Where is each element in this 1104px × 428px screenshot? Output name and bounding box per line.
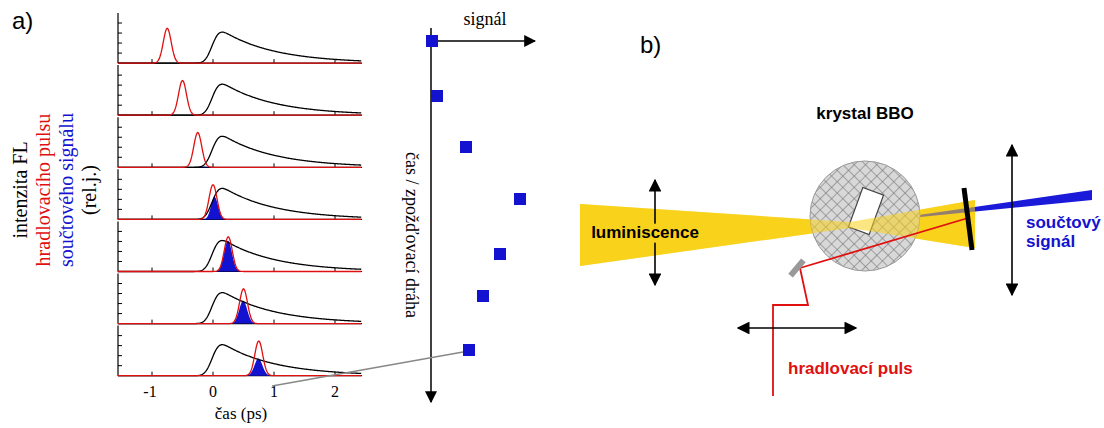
axis-title: intenzita FL [9, 141, 31, 238]
tick-label: 2 [331, 383, 339, 401]
data-point [460, 141, 472, 153]
axis-title: signál [464, 10, 507, 30]
data-point [431, 90, 443, 102]
axis-title: čas (ps) [215, 405, 267, 424]
trace-panel [118, 326, 362, 376]
leader-line [272, 352, 463, 386]
delay-axis [430, 28, 432, 402]
data-point [514, 193, 526, 205]
filter [964, 188, 972, 250]
panel-label: b) [640, 32, 661, 58]
plot-stack [118, 13, 362, 376]
double-arrow [1011, 145, 1013, 295]
axis-title: čas / zpožďovací dráha [401, 152, 421, 318]
tick-label: 1 [270, 383, 278, 401]
tick-label: 0 [209, 383, 217, 401]
data-point [463, 344, 475, 356]
beam-label: luminiscence [591, 224, 699, 243]
trace-panel [118, 221, 362, 271]
panel-label: a) [12, 8, 33, 34]
data-point [494, 248, 506, 260]
beam-label: hradlovací puls [788, 360, 913, 379]
trace-panel [118, 274, 362, 324]
beam-label: součtový signál [1026, 214, 1104, 251]
axis-title: součtového signálu [55, 113, 77, 267]
trace-panel [118, 65, 362, 115]
tick-label: -1 [143, 383, 156, 401]
data-points [426, 35, 526, 356]
trace-panel [118, 117, 362, 167]
axis-title: (rel.j.) [78, 165, 100, 215]
data-point [477, 290, 489, 302]
delay-arrow [738, 327, 856, 329]
mirror [788, 258, 805, 277]
gate-beam [773, 218, 968, 396]
signal-axis [431, 40, 535, 42]
trace-panel [118, 13, 362, 63]
data-point [426, 35, 438, 47]
axis-title: hradlovacího pulsu [32, 114, 54, 267]
part-label: krystal BBO [816, 105, 913, 124]
trace-panel [118, 169, 362, 219]
